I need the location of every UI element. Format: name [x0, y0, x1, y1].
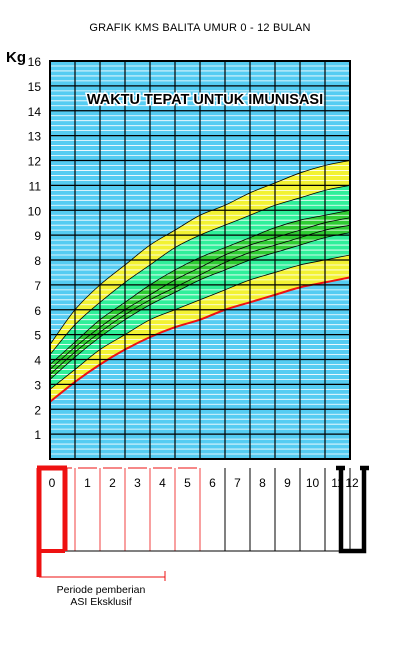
y-tick-label: 3: [34, 378, 41, 392]
month-label: 2: [109, 476, 116, 490]
y-tick-label: 1: [34, 428, 41, 442]
y-tick-label: 4: [34, 354, 41, 368]
y-tick-label: 15: [28, 80, 42, 94]
y-tick-label: 2: [34, 403, 41, 417]
plot-border: [49, 60, 351, 460]
month-label: 8: [259, 476, 266, 490]
month-label: 6: [209, 476, 216, 490]
immunization-banner: WAKTU TEPAT UNTUK IMUNISASI: [87, 92, 323, 108]
y-tick-label: 5: [34, 329, 41, 343]
birth-month-base: [39, 549, 65, 553]
month-label: 3: [134, 476, 141, 490]
month-label: 9: [284, 476, 291, 490]
y-tick-label: 16: [28, 55, 42, 69]
y-tick-label: 7: [34, 279, 41, 293]
month-label: 1: [84, 476, 91, 490]
month-label: 0: [49, 476, 56, 490]
caption-line-2: ASI Eksklusif: [70, 596, 132, 608]
chart-title: GRAFIK KMS BALITA UMUR 0 - 12 BULAN: [89, 22, 311, 34]
y-tick-label: 10: [28, 204, 42, 218]
y-tick-label: 6: [34, 304, 41, 318]
y-tick-label: 13: [28, 130, 42, 144]
y-tick-label: 14: [28, 105, 42, 119]
band-yellow-4: [50, 160, 350, 355]
band-light-green-3: [50, 185, 350, 365]
month-label: 7: [234, 476, 241, 490]
caption-line-1: Periode pemberian: [56, 584, 146, 596]
month-label: 12: [345, 476, 359, 490]
birth-month-highlight: [36, 465, 68, 577]
y-tick-label: 9: [34, 229, 41, 243]
y-tick-label: 8: [34, 254, 41, 268]
y-axis-unit-label: Kg: [6, 49, 26, 66]
month-label: 10: [306, 476, 320, 490]
asi-bracket: [39, 571, 166, 581]
y-tick-label: 11: [29, 179, 42, 193]
month-label: 11: [331, 476, 344, 490]
y-tick-label: 12: [28, 155, 42, 169]
month-12-highlight: [336, 465, 369, 554]
month-label: 5: [184, 476, 191, 490]
month-label: 4: [159, 476, 166, 490]
